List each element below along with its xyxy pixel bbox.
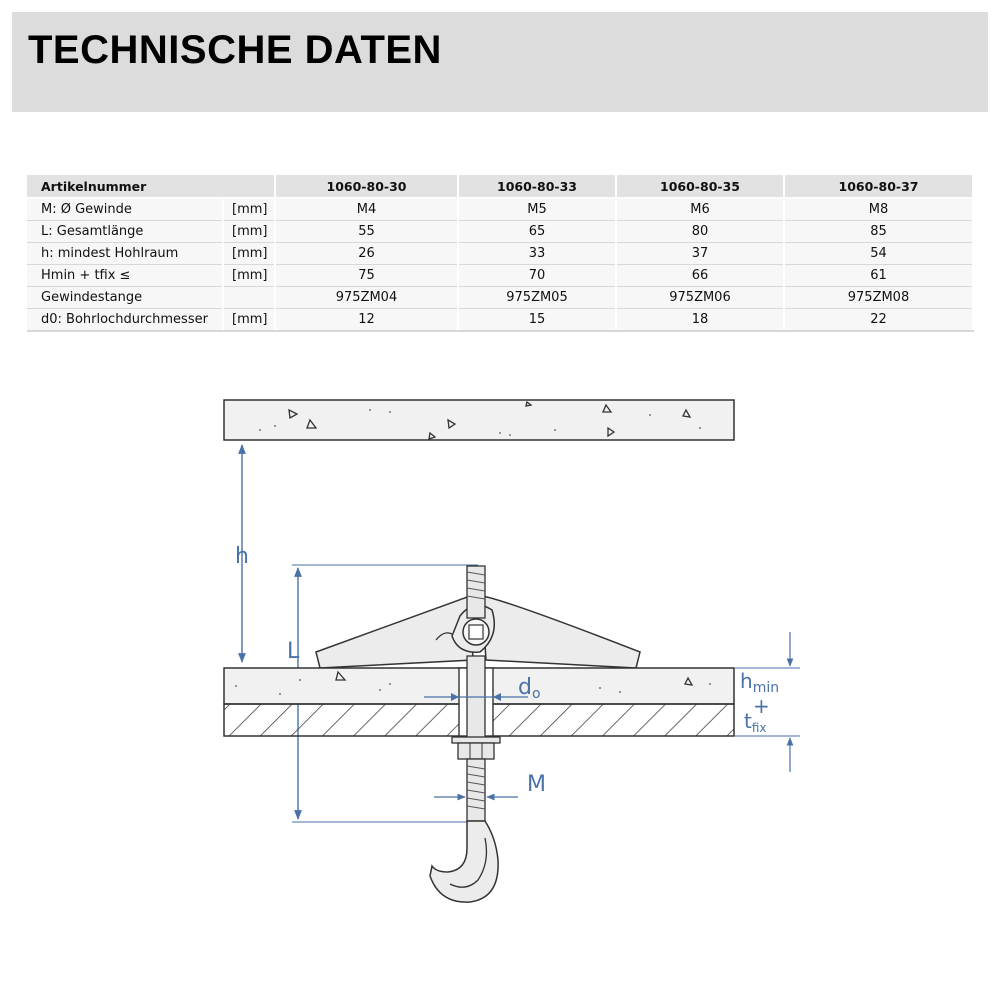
- row-unit: [mm]: [223, 308, 276, 332]
- ceiling-aggregate: [288, 400, 692, 440]
- table-cell: 80: [616, 220, 785, 243]
- d0-arrow-right: [493, 693, 501, 701]
- table-row: L: Gesamtlänge [mm] 55 65 80 85: [27, 220, 974, 243]
- table-cell: 975ZM05: [458, 286, 617, 309]
- row-label: d0: Bohrlochdurchmesser: [27, 308, 224, 332]
- row-unit: [223, 286, 276, 309]
- table-column-header: 1060-80-33: [458, 175, 617, 199]
- h-label: h: [235, 544, 249, 569]
- nut: [457, 742, 495, 760]
- row-unit: [mm]: [223, 220, 276, 243]
- tfix-label: tfix: [744, 709, 767, 735]
- row-unit: [mm]: [223, 264, 276, 287]
- table-cell: 18: [616, 308, 785, 332]
- wing-arc: [435, 632, 453, 641]
- table-header-row: Artikelnummer 1060-80-30 1060-80-33 1060…: [27, 175, 974, 199]
- hmin-label-main: h: [740, 669, 753, 693]
- table-cell: 975ZM04: [275, 286, 459, 309]
- row-unit: [mm]: [223, 198, 276, 221]
- d0-label-main: d: [518, 675, 532, 700]
- table-row: h: mindest Hohlraum [mm] 26 33 37 54: [27, 242, 974, 265]
- wing-pivot-square: [468, 624, 484, 640]
- toggle-wing-left: [315, 594, 474, 669]
- spec-table: Artikelnummer 1060-80-30 1060-80-33 1060…: [27, 175, 974, 332]
- header-bar: [12, 12, 988, 112]
- row-label: L: Gesamtlänge: [27, 220, 224, 243]
- table-cell: M8: [784, 198, 974, 221]
- d0-label: do: [518, 675, 541, 702]
- hmin-label: hmin: [740, 669, 779, 696]
- table-cell: 975ZM08: [784, 286, 974, 309]
- table-cell: M6: [616, 198, 785, 221]
- d0-arrow-left: [451, 693, 459, 701]
- tfix-label-main: t: [744, 709, 752, 733]
- table-cell: 22: [784, 308, 974, 332]
- hook-thread-lines: [466, 765, 486, 810]
- washer: [451, 736, 501, 744]
- table-cell: 33: [458, 242, 617, 265]
- table-row: Hmin + tfix ≤ [mm] 75 70 66 61: [27, 264, 974, 287]
- table-cell: 37: [616, 242, 785, 265]
- hook-inner: [449, 837, 488, 888]
- hook: [429, 820, 499, 903]
- hmin-label-sub: min: [753, 680, 779, 696]
- d0-label-sub: o: [532, 686, 541, 702]
- rod-thread-lines: [466, 571, 486, 600]
- ceiling-slab: [223, 399, 735, 441]
- table-cell: 15: [458, 308, 617, 332]
- table-column-header: 1060-80-35: [616, 175, 785, 199]
- table-cell: 66: [616, 264, 785, 287]
- table-cell: M5: [458, 198, 617, 221]
- ceiling-dots: [259, 409, 701, 436]
- row-label: Hmin + tfix ≤: [27, 264, 224, 287]
- row-label: h: mindest Hohlraum: [27, 242, 224, 265]
- board-dots: [235, 679, 711, 695]
- M-label: M: [527, 772, 546, 797]
- table-column-header: 1060-80-37: [784, 175, 974, 199]
- row-label: M: Ø Gewinde: [27, 198, 224, 221]
- toggle-wing-right: [481, 595, 641, 669]
- table-row: M: Ø Gewinde [mm] M4 M5 M6 M8: [27, 198, 974, 221]
- table-column-header: 1060-80-30: [275, 175, 459, 199]
- table-header-label: Artikelnummer: [27, 175, 276, 199]
- board-aggregate: [335, 670, 694, 686]
- table-row: Gewindestange 975ZM04 975ZM05 975ZM06 97…: [27, 286, 974, 309]
- table-cell: 975ZM06: [616, 286, 785, 309]
- table-cell: 26: [275, 242, 459, 265]
- threaded-rod-top: [466, 565, 486, 619]
- table-cell: 61: [784, 264, 974, 287]
- table-cell: 65: [458, 220, 617, 243]
- L-label: L: [287, 639, 300, 664]
- table-cell: 55: [275, 220, 459, 243]
- page-title: TECHNISCHE DATEN: [28, 28, 442, 72]
- threaded-rod-through: [466, 655, 486, 741]
- table-row: d0: Bohrlochdurchmesser [mm] 12 15 18 22: [27, 308, 974, 332]
- table-cell: 75: [275, 264, 459, 287]
- plus-label: +: [753, 694, 770, 718]
- table-cell: 54: [784, 242, 974, 265]
- table-cell: M4: [275, 198, 459, 221]
- row-unit: [mm]: [223, 242, 276, 265]
- table-cell: 70: [458, 264, 617, 287]
- toggle-bolt-diagram: h L do hmin + tfix: [223, 399, 800, 903]
- tfix-label-sub: fix: [752, 721, 767, 735]
- table-cell: 85: [784, 220, 974, 243]
- table-cell: 12: [275, 308, 459, 332]
- row-label: Gewindestange: [27, 286, 224, 309]
